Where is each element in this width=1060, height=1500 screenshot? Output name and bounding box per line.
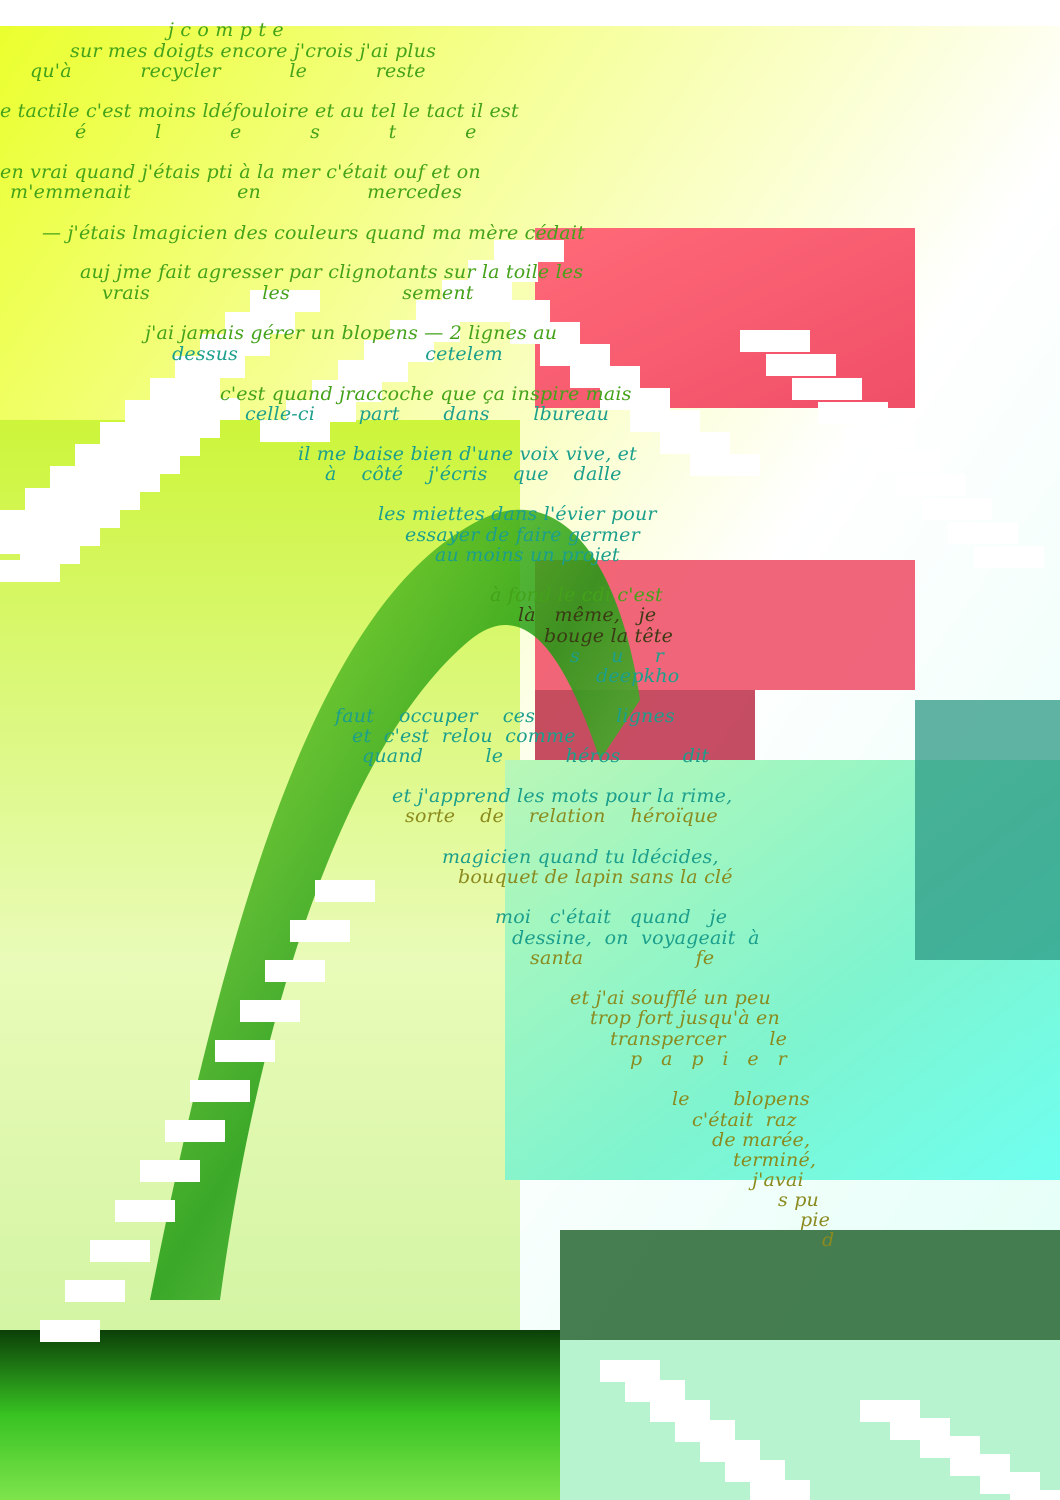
poem-line: il me baise bien d'une voix vive, et (298, 443, 637, 465)
poem-line: les miettes dans l'évier pour (378, 503, 657, 525)
poem-line: celle-ci part dans lbureau (245, 403, 610, 425)
poem-line: faut occuper ces lignes (335, 705, 675, 727)
poem-line: santa fe (530, 947, 715, 969)
poem-line: sur mes doigts encore j'crois j'ai plus (70, 40, 437, 62)
poem-line: dessus cetelem (172, 343, 503, 365)
poem-line: s pu (778, 1189, 819, 1211)
poem-line: s u r (570, 645, 665, 667)
poem-line: j'ai jamais gérer un blopens — 2 lignes … (145, 322, 558, 344)
poem-line: é l e s t e (75, 121, 477, 143)
poem-line: bouge la tête (544, 625, 674, 647)
poem-line: deepkho (596, 665, 680, 687)
poem-line: essayer de faire germer (405, 524, 640, 546)
poem-line: à côté j'écris que dalle (325, 463, 622, 485)
poem-line: auj jme fait agresser par clignotants su… (80, 261, 584, 283)
poem-line: bouquet de lapin sans la clé (458, 866, 733, 888)
poem-line: là même, je (518, 604, 657, 626)
poem-line: de marée, (712, 1129, 811, 1151)
poem-line: p a p i e r (630, 1048, 787, 1070)
poem-line: qu'à recycler le reste (30, 60, 426, 82)
poem-line: pie (800, 1209, 831, 1231)
poem-line: magicien quand tu ldécides, (442, 846, 719, 868)
poem-line: m'emmenait en mercedes (10, 181, 463, 203)
poem-line: d (822, 1229, 835, 1251)
poem-line: sorte de relation héroïque (405, 805, 718, 827)
poem-line: trop fort jusqu'à en (590, 1007, 780, 1029)
poem-line: j'avai (752, 1169, 804, 1191)
poem-line: moi c'était quand je (495, 906, 728, 928)
poem-line: e tactile c'est moins ldéfouloire et au … (0, 100, 519, 122)
poem-line: quand le héros dit (362, 745, 710, 767)
poem-line: le blopens (672, 1088, 810, 1110)
poem-line: — j'étais lmagicien des couleurs quand m… (42, 222, 585, 244)
poem-line: à fond le cdi c'est (490, 584, 663, 606)
poem-line: dessine, on voyageait à (512, 927, 760, 949)
poem-line: c'est quand jraccoche que ça inspire mai… (220, 383, 632, 405)
poem-line: j c o m p t e (168, 19, 284, 41)
poem-line: en vrai quand j'étais pti à la mer c'éta… (0, 161, 481, 183)
poem-line: transpercer le (610, 1028, 788, 1050)
poem-line: et j'apprend les mots pour la rime, (392, 785, 733, 807)
poem-line: terminé, (733, 1149, 817, 1171)
poem-line: et j'ai soufflé un peu (570, 987, 771, 1009)
poem-line: c'était raz (692, 1109, 797, 1131)
poem-line: au moins un projet (435, 544, 620, 566)
poem-line: et c'est relou comme (352, 725, 576, 747)
poem-line: vrais les sement (102, 282, 474, 304)
